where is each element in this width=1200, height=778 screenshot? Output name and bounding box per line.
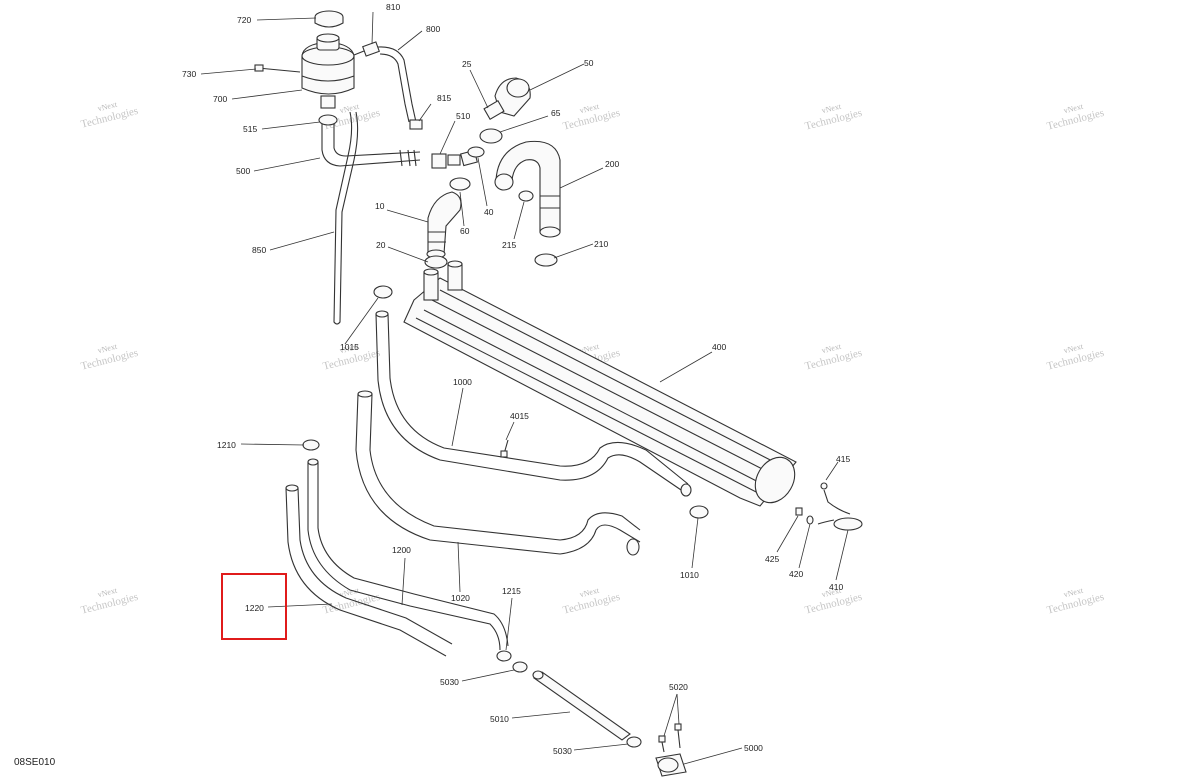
callout-label: 60 [460,226,470,236]
mounting-hardware [795,482,863,531]
hose-clamp [689,505,709,519]
callout-label: 40 [484,207,494,217]
callout-label: 1020 [451,593,470,603]
callout-label: 420 [789,569,803,579]
callout-label: 720 [237,15,251,25]
callout-label: 730 [182,69,196,79]
callout-label: 400 [712,342,726,352]
drain-hoses [285,458,509,657]
callout-label: 25 [462,59,472,69]
hose-clamp [318,114,338,126]
screw [500,439,509,458]
callout-label: 850 [252,245,266,255]
callout-label: 810 [386,2,400,12]
overflow-hose [333,111,359,325]
callout-label: 5020 [669,682,688,692]
hose-clamp [534,253,558,267]
callout-label: 1215 [502,586,521,596]
callout-label: 65 [551,108,561,118]
hose-elbow [483,77,531,120]
callout-label: 415 [836,454,850,464]
callout-label: 200 [605,159,619,169]
inlet-hose [426,191,462,259]
heat-exchanger-hose [375,310,692,497]
hose-clamp [373,285,393,299]
callout-label: 1000 [453,377,472,387]
heat-exchanger [403,260,797,507]
reservoir-cap [314,10,344,28]
callout-label: 815 [437,93,451,103]
callout-label: 800 [426,24,440,34]
reservoir-hose [321,124,421,167]
callout-label: 1200 [392,545,411,555]
diagram-code: 08SE010 [14,757,56,768]
hose-clamp [479,128,503,144]
callout-label: 20 [376,240,386,250]
callout-label: 1015 [340,342,359,352]
callout-label: 4015 [510,411,529,421]
callout-label: 1210 [217,440,236,450]
callout-label: 700 [213,94,227,104]
hose-clamp [449,177,471,191]
hose-clamp [518,190,534,202]
callout-label: 1220 [245,603,264,613]
callout-label: 10 [375,201,385,211]
screws [658,723,682,753]
callout-label: 515 [243,124,257,134]
callout-label: 410 [829,582,843,592]
leader-lines [200,11,849,765]
hose-clamp [467,146,485,158]
callout-label: 425 [765,554,779,564]
callout-labels: 720 810 800 730 700 515 500 850 815 510 … [182,2,850,756]
callout-label: 5030 [553,746,572,756]
callout-label: 500 [236,166,250,176]
highlight-box [221,573,287,640]
hose-clamp [496,650,512,662]
callout-label: 5000 [744,743,763,753]
screw [254,64,301,73]
fitting [353,41,380,57]
drain-fitting [655,753,687,777]
coolant-reservoir [301,33,355,109]
callout-label: 1010 [680,570,699,580]
drain-pipe [532,670,631,741]
return-hose [355,390,641,556]
callout-label: 510 [456,111,470,121]
part-drawings [254,10,863,777]
callout-label: 5010 [490,714,509,724]
vent-hose [377,46,423,130]
callout-label: 215 [502,240,516,250]
hose-clamp [424,255,448,269]
hose-clamp [512,661,528,673]
upper-hose [494,140,561,238]
callout-label: 50 [584,58,594,68]
hose-clamp [302,439,320,451]
hose-clamp [626,736,642,748]
callout-label: 5030 [440,677,459,687]
callout-label: 210 [594,239,608,249]
